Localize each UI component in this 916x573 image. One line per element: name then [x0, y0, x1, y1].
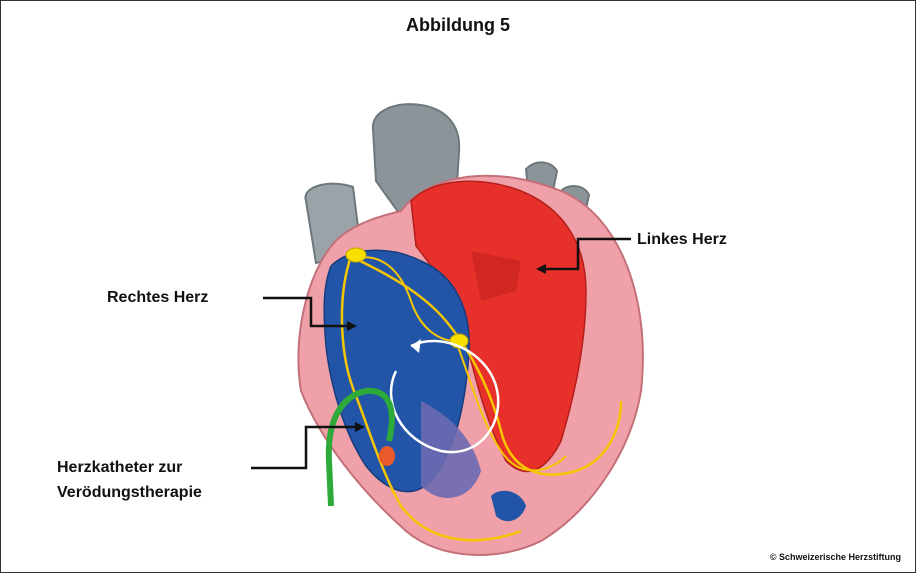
label-right-heart: Rechtes Herz — [107, 287, 208, 309]
label-left-heart: Linkes Herz — [637, 229, 727, 251]
catheter-tip-marker — [379, 446, 395, 466]
copyright-notice: © Schweizerische Herzstiftung — [770, 552, 901, 562]
sinus-node-marker — [346, 248, 366, 262]
label-catheter-line2: Verödungstherapie — [57, 482, 202, 504]
label-catheter-line1: Herzkatheter zur — [57, 457, 182, 479]
